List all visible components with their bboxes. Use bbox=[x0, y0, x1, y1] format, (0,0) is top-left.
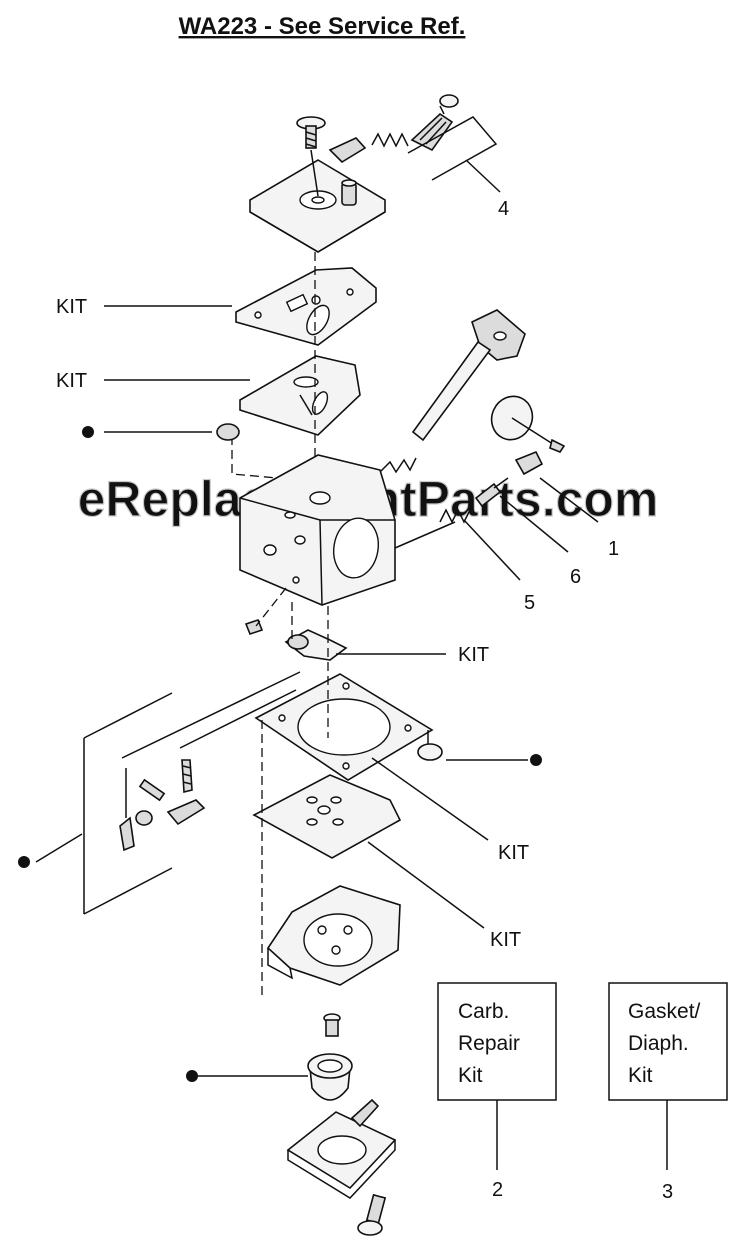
lower-diaphragm bbox=[252, 774, 402, 859]
lower-gasket bbox=[254, 673, 434, 781]
label-part-4: 4 bbox=[498, 198, 509, 220]
gasket-diaph-kit-line-1: Gasket/ bbox=[628, 1000, 701, 1023]
primer-bulb bbox=[307, 1053, 353, 1101]
label-part-5: 5 bbox=[524, 592, 535, 614]
carb-repair-kit-line-2: Repair bbox=[458, 1032, 520, 1055]
bullet-dot bbox=[186, 1070, 198, 1082]
upper-diaphragm bbox=[239, 355, 361, 436]
pump-body bbox=[266, 885, 401, 986]
label-kit-upper-diaphragm: KIT bbox=[56, 370, 87, 392]
bullet-dot bbox=[82, 426, 94, 438]
check-valve bbox=[417, 743, 443, 761]
welch-plug bbox=[216, 423, 240, 441]
carburetor-body bbox=[239, 454, 456, 606]
label-part-2: 2 bbox=[492, 1179, 503, 1201]
gasket-diaph-kit-line-2: Diaph. bbox=[628, 1032, 689, 1055]
diagram-title: WA223 - See Service Ref. bbox=[179, 13, 466, 40]
gasket-diaph-kit-box: Gasket/ Diaph. Kit bbox=[608, 982, 728, 1101]
carb-repair-kit-line-1: Carb. bbox=[458, 1000, 509, 1023]
label-part-3: 3 bbox=[662, 1181, 673, 1203]
label-part-1: 1 bbox=[608, 538, 619, 560]
label-kit-upper-gasket: KIT bbox=[56, 296, 87, 318]
inlet-needle-lever bbox=[284, 629, 348, 661]
primer-cover bbox=[286, 1098, 397, 1199]
carb-repair-kit-box: Carb. Repair Kit bbox=[437, 982, 557, 1101]
bullet-dot bbox=[18, 856, 30, 868]
throttle-shaft-assembly bbox=[379, 309, 566, 524]
label-kit-lower-gasket: KIT bbox=[498, 842, 529, 864]
label-part-6: 6 bbox=[570, 566, 581, 588]
label-kit-needle-lever: KIT bbox=[458, 644, 489, 666]
left-bracket-parts bbox=[83, 671, 301, 915]
metering-cover-assembly bbox=[249, 94, 501, 253]
carb-repair-kit-line-3: Kit bbox=[458, 1064, 483, 1087]
label-kit-lower-diaphragm: KIT bbox=[490, 929, 521, 951]
bullet-dot bbox=[530, 754, 542, 766]
upper-gasket bbox=[235, 267, 377, 346]
gasket-diaph-kit-line-3: Kit bbox=[628, 1064, 653, 1087]
bottom-screw bbox=[357, 1193, 387, 1236]
cover-screw bbox=[323, 1013, 341, 1037]
